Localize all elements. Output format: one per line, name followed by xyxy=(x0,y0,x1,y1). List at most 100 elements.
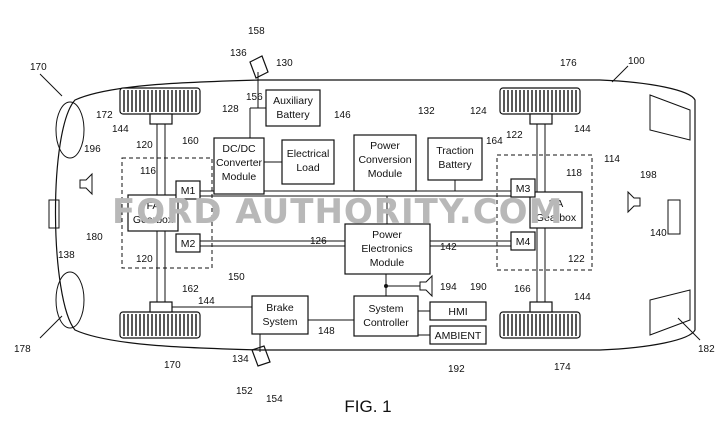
ref-136: 136 xyxy=(230,48,247,59)
m3-box xyxy=(510,178,536,198)
ref-180: 180 xyxy=(86,232,103,243)
ref-162: 162 xyxy=(182,284,199,295)
ref-190: 190 xyxy=(470,282,487,293)
dcdc-box xyxy=(213,137,265,195)
ref-174: 174 xyxy=(554,362,571,373)
power-conversion-line2: Conversion xyxy=(358,154,411,166)
figure-label: FIG. 1 xyxy=(344,397,391,416)
dcdc-line1: DC/DC xyxy=(222,143,256,155)
rear-plate xyxy=(667,199,681,235)
arrow-182 xyxy=(677,317,701,341)
ref-156: 156 xyxy=(246,92,263,103)
ref-166: 166 xyxy=(514,284,531,295)
fa-gearbox-box xyxy=(127,194,179,232)
vehicle-body-outline xyxy=(54,79,696,351)
pem-line2: Electronics xyxy=(361,243,412,255)
fa-gearbox-line2: Gearbox xyxy=(133,214,174,226)
ref-170-top: 170 xyxy=(30,62,47,73)
ref-152: 152 xyxy=(236,386,253,397)
m4-label: M4 xyxy=(516,236,531,248)
rear-lamp-bottom xyxy=(649,289,691,336)
ra-gearbox-box xyxy=(529,191,583,229)
wheel-treads xyxy=(123,90,577,336)
ref-144-fr: 144 xyxy=(198,296,215,307)
front-lamp-top xyxy=(55,101,85,159)
ref-158: 158 xyxy=(248,26,265,37)
ref-178: 178 xyxy=(14,344,31,355)
controller-line1: System xyxy=(368,303,403,315)
brake-line2: System xyxy=(262,316,297,328)
ref-182: 182 xyxy=(698,344,715,355)
ref-122-a: 122 xyxy=(506,130,523,141)
ref-138: 138 xyxy=(58,250,75,261)
bottom-charge-port-icon xyxy=(251,345,271,367)
ra-gearbox-line2: Gearbox xyxy=(536,212,577,224)
front-lamp-bottom xyxy=(55,271,85,329)
ref-116: 116 xyxy=(140,166,156,177)
ref-192: 192 xyxy=(448,364,465,375)
aux-battery-box xyxy=(265,89,321,127)
ref-126: 126 xyxy=(310,236,327,247)
watermark: FORD AUTHORITY.COM xyxy=(112,192,563,232)
pem-box xyxy=(344,223,431,275)
ref-122-b: 122 xyxy=(568,254,585,265)
power-conversion-line1: Power xyxy=(370,140,400,152)
m2-label: M2 xyxy=(181,238,196,250)
rear-speaker-icon xyxy=(627,190,641,214)
traction-battery-box xyxy=(427,137,483,181)
ref-196: 196 xyxy=(84,144,101,155)
system-controller-box xyxy=(353,295,419,337)
ref-144-fl: 144 xyxy=(112,124,129,135)
front-hub-top xyxy=(149,113,173,125)
brake-line1: Brake xyxy=(266,302,294,314)
dcdc-line2: Converter xyxy=(216,157,263,169)
cabin-speaker-icon xyxy=(419,274,433,298)
ref-172: 172 xyxy=(96,110,113,121)
arrow-170-top xyxy=(39,73,63,97)
electrical-load-box xyxy=(281,139,335,185)
rear-hub-bottom xyxy=(529,301,553,313)
ref-160: 160 xyxy=(182,136,199,147)
ref-100: 100 xyxy=(628,56,645,67)
traction-battery-line2: Battery xyxy=(438,159,472,171)
ref-150: 150 xyxy=(228,272,245,283)
hmi-label: HMI xyxy=(448,306,467,318)
front-speaker-icon xyxy=(79,172,93,196)
m3-label: M3 xyxy=(516,183,531,195)
ref-120-b: 120 xyxy=(136,254,153,265)
ref-144-rl: 144 xyxy=(574,124,591,135)
electrical-load-line2: Load xyxy=(296,162,320,174)
ref-198: 198 xyxy=(640,170,657,181)
ref-140: 140 xyxy=(650,228,667,239)
m1-label: M1 xyxy=(181,185,196,197)
m2-box xyxy=(175,233,201,253)
arrow-100 xyxy=(611,65,629,83)
ref-118: 118 xyxy=(566,168,582,179)
aux-battery-line2: Battery xyxy=(276,109,310,121)
ref-176: 176 xyxy=(560,58,577,69)
pem-line1: Power xyxy=(372,229,402,241)
ref-132: 132 xyxy=(418,106,435,117)
ref-146: 146 xyxy=(334,110,351,121)
ambient-label: AMBIENT xyxy=(435,330,482,342)
ref-148: 148 xyxy=(318,326,335,337)
ref-154: 154 xyxy=(266,394,283,405)
pem-line3: Module xyxy=(370,257,405,269)
front-hub-bottom xyxy=(149,301,173,313)
rear-lamp-top xyxy=(649,94,691,141)
ref-124: 124 xyxy=(470,106,487,117)
ref-164: 164 xyxy=(486,136,503,147)
rear-hub-top xyxy=(529,113,553,125)
front-axle-region xyxy=(121,157,213,269)
dcdc-line3: Module xyxy=(222,171,257,183)
fa-gearbox-line1: FA xyxy=(147,200,160,212)
controller-line2: Controller xyxy=(363,317,409,329)
traction-battery-line1: Traction xyxy=(436,145,474,157)
brake-system-box xyxy=(251,295,309,335)
m1-box xyxy=(175,180,201,200)
power-conversion-box xyxy=(353,134,417,192)
top-charge-port-icon xyxy=(249,55,269,79)
ref-114: 114 xyxy=(604,154,620,165)
ref-144-rr: 144 xyxy=(574,292,591,303)
